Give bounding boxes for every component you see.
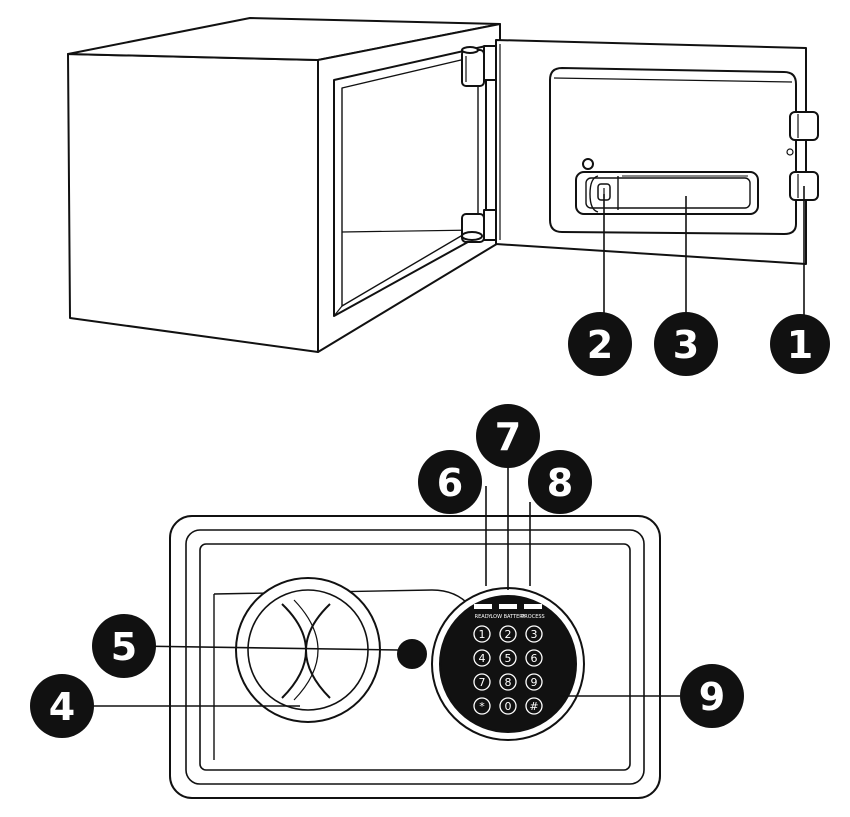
locking-bolt-upper xyxy=(789,111,819,141)
key-7: 7 xyxy=(479,676,486,689)
callout-7: 7 xyxy=(476,404,540,468)
key-9: 9 xyxy=(531,676,538,689)
key-hash: # xyxy=(529,700,538,713)
key-4: 4 xyxy=(479,652,486,665)
keypad: READY LOW BATTERY PROCESS 1 2 3 4 5 6 7 … xyxy=(473,604,545,715)
battery-compartment xyxy=(575,171,759,215)
led-low-battery xyxy=(499,604,517,609)
callout-3-label: 3 xyxy=(673,323,699,367)
callout-4: 4 xyxy=(30,674,94,738)
callout-3: 3 xyxy=(654,312,718,376)
led-label-ready: READY xyxy=(475,614,493,620)
led-label-process: PROCESS xyxy=(521,614,544,620)
door-hinge-bottom xyxy=(461,209,497,243)
callout-1-label: 1 xyxy=(787,323,813,367)
key-star: * xyxy=(479,700,485,713)
safe-body-front xyxy=(67,53,319,353)
callout-8-label: 8 xyxy=(547,461,573,505)
callout-6-label: 6 xyxy=(437,461,463,505)
door-hinge-top xyxy=(461,45,497,87)
callout-9-label: 9 xyxy=(699,675,725,719)
callout-9: 9 xyxy=(680,664,744,728)
callout-8: 8 xyxy=(528,450,592,514)
safe-front-panel xyxy=(86,462,680,799)
key-2: 2 xyxy=(505,628,512,641)
key-6: 6 xyxy=(531,652,538,665)
handle-knob xyxy=(235,577,381,723)
callout-2: 2 xyxy=(568,312,632,376)
callout-4-label: 4 xyxy=(49,685,75,729)
key-3: 3 xyxy=(531,628,538,641)
key-1: 1 xyxy=(479,628,486,641)
callout-5: 5 xyxy=(92,614,156,678)
callout-7-label: 7 xyxy=(495,415,521,459)
led-ready xyxy=(474,604,492,609)
callout-1: 1 xyxy=(770,314,830,374)
keypad-housing xyxy=(431,587,585,741)
callout-2-label: 2 xyxy=(587,323,613,367)
key-8: 8 xyxy=(505,676,512,689)
callout-6: 6 xyxy=(418,450,482,514)
emergency-keyhole xyxy=(397,639,427,669)
callout-5-label: 5 xyxy=(111,625,137,669)
led-process xyxy=(524,604,542,609)
open-safe xyxy=(67,17,819,353)
key-0: 0 xyxy=(505,700,512,713)
leader-line-5 xyxy=(133,645,399,651)
led-label-low-battery: LOW BATTERY xyxy=(491,614,527,620)
key-5: 5 xyxy=(505,652,512,665)
